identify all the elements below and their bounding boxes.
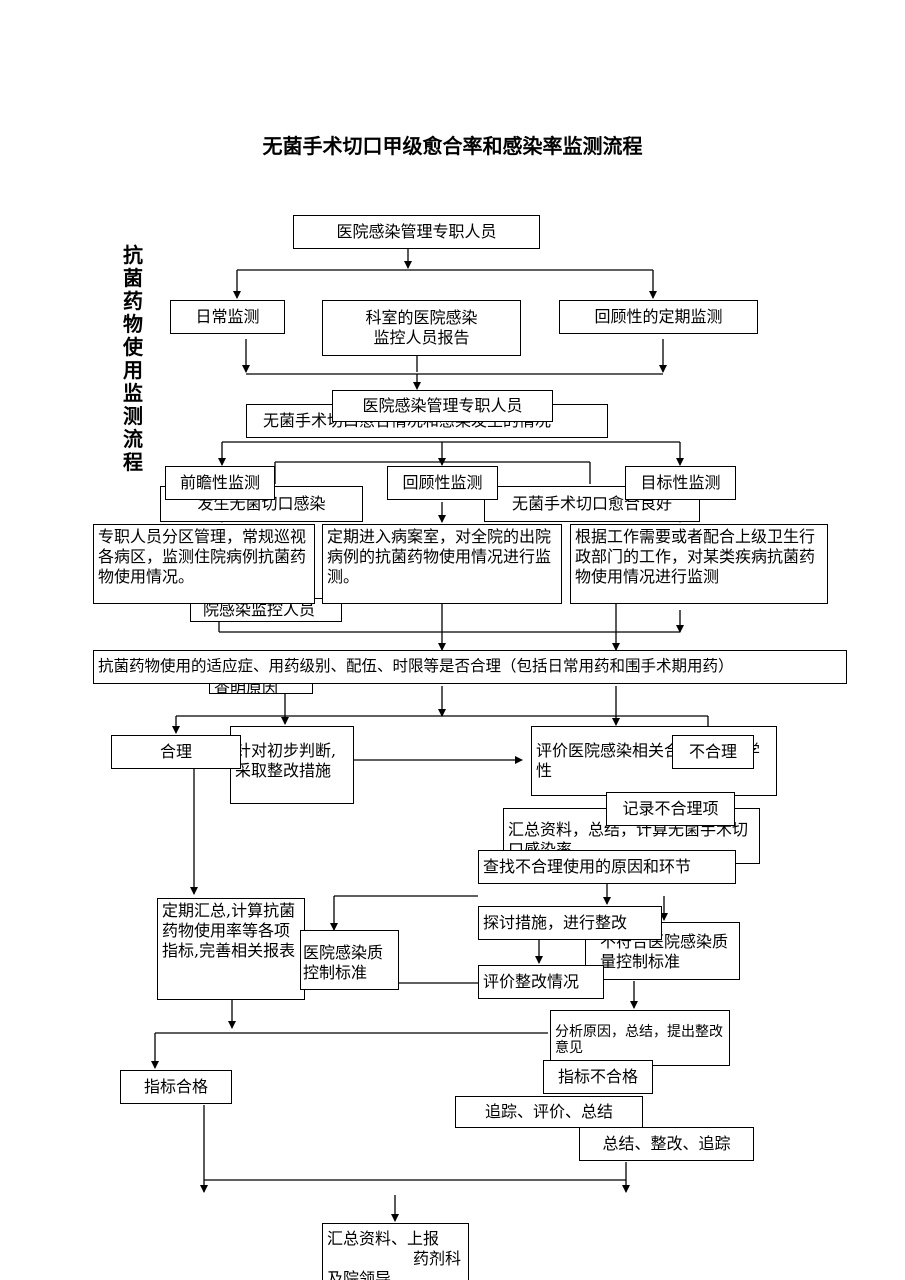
staff-mid-box: 医院感染管理专职人员	[332, 390, 553, 422]
prospective-desc-box: 专职人员分区管理，常规巡视各病区，监测住院病例抗菌药物使用情况。	[93, 524, 315, 604]
initial-measures-box: 针对初步判断,采取整改措施	[230, 726, 354, 804]
vertical-title-char: 用	[123, 358, 143, 382]
not-meet-box: 不符合医院感染质量控制标准	[585, 922, 740, 980]
analyze-box: 分析原因，总结，提出整改意见	[550, 1010, 730, 1066]
index-fail-box: 指标不合格	[543, 1060, 653, 1094]
staff-top-box: 医院感染管理专职人员	[293, 215, 540, 249]
vertical-title: 抗 菌 药 物 使 用 监 测 流 程	[118, 244, 148, 474]
vertical-title-char: 流	[123, 427, 143, 451]
targeted-desc-box: 根据工作需要或者配合上级卫生行政部门的工作，对某类疾病抗菌药物使用情况进行监测	[570, 524, 828, 604]
retrospective-box: 回顾性监测	[387, 466, 498, 500]
vertical-title-char: 药	[123, 289, 143, 313]
report-line-2: 药剂科	[413, 1249, 462, 1268]
report-line-1: 汇总资料、上报	[327, 1229, 440, 1248]
find-cause-box: 查找不合理使用的原因和环节	[478, 850, 736, 884]
index-ok-box: 指标合格	[120, 1070, 232, 1104]
vertical-title-char: 菌	[123, 266, 143, 290]
page-title: 无菌手术切口甲级愈合率和感染率监测流程	[262, 134, 643, 158]
vertical-title-char: 监	[123, 381, 143, 405]
rationality-box: 抗菌药物使用的适应症、用药级别、配伍、时限等是否合理（包括日常用药和围手术期用药…	[93, 650, 847, 684]
retrospective-desc-box: 定期进入病案室，对全院的出院病例的抗菌药物使用情况进行监测。	[322, 524, 562, 604]
report-box: 汇总资料、上报 药剂科 及院领导	[322, 1223, 469, 1280]
targeted-box: 目标性监测	[625, 466, 736, 500]
periodic-summary-box: 定期汇总,计算抗菌药物使用率等各项指标,完善相关报表	[157, 898, 305, 1000]
evaluate-rectify-box: 评价整改情况	[478, 965, 604, 999]
vertical-title-char: 测	[123, 404, 143, 428]
summary-track-box: 总结、整改、追踪	[579, 1127, 754, 1161]
vertical-title-char: 抗	[123, 243, 143, 267]
dept-report-box: 科室的医院感染 监控人员报告	[322, 300, 521, 356]
quality-standard-box: 医院感染质控制标准	[300, 930, 399, 990]
daily-monitor-box: 日常监测	[170, 300, 285, 334]
report-line-3: 及院领导	[327, 1269, 392, 1280]
vertical-title-char: 使	[123, 335, 143, 359]
record-box: 记录不合理项	[606, 792, 735, 826]
discuss-box: 探讨措施，进行整改	[478, 906, 662, 940]
track-box: 追踪、评价、总结	[455, 1096, 643, 1128]
prospective-box: 前瞻性监测	[165, 466, 275, 500]
retro-periodic-box: 回顾性的定期监测	[559, 300, 758, 334]
vertical-title-char: 程	[123, 450, 143, 474]
unreasonable-box: 不合理	[672, 735, 754, 769]
vertical-title-char: 物	[123, 312, 143, 336]
reasonable-box: 合理	[111, 735, 241, 769]
